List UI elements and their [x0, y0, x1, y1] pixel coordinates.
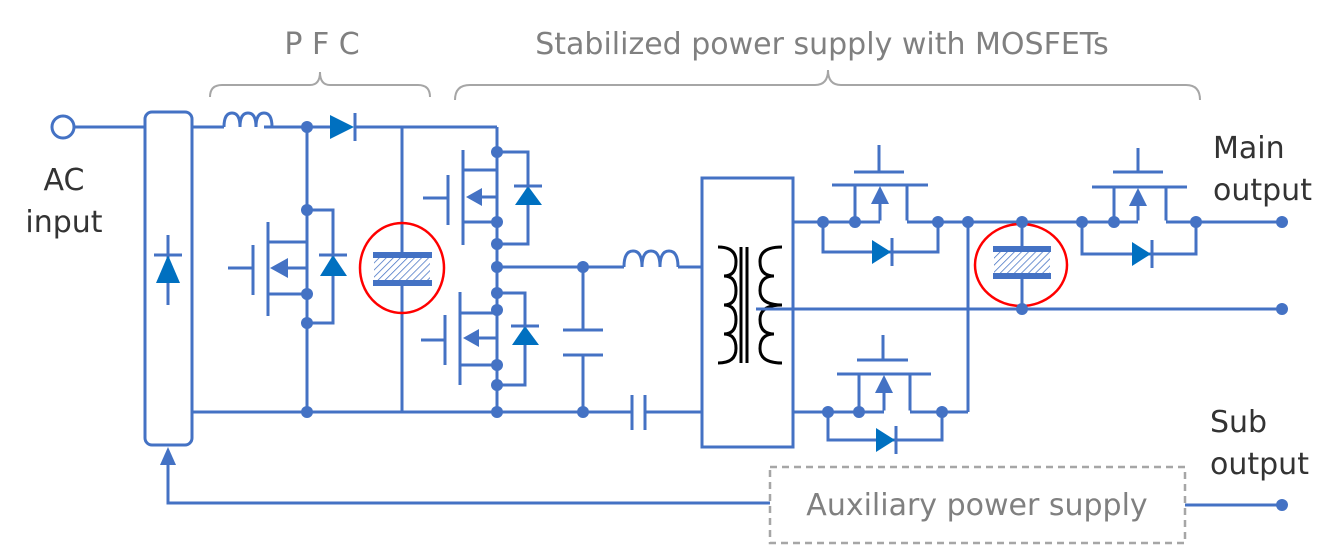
bulk-capacitor [358, 127, 446, 412]
output-switch-mosfet [1080, 148, 1198, 268]
half-bridge-low-mosfet [421, 291, 539, 387]
output-capacitor [973, 222, 1069, 309]
transformer [700, 176, 795, 449]
main-output-label-2: output [1213, 173, 1312, 208]
pfc-mosfet [228, 127, 347, 412]
pfc-label: P F C [284, 27, 359, 62]
pfc-bracket [209, 71, 431, 98]
pfc-top-rail [192, 111, 497, 141]
rectifier-block [143, 110, 194, 447]
ac-input-terminal [50, 114, 76, 140]
main-output-label-1: Main [1213, 131, 1285, 166]
sub-output-label-2: output [1210, 447, 1309, 482]
stabilized-bracket [454, 69, 1201, 101]
sync-rect-mosfet-bottom [793, 222, 970, 454]
pfc-diode-icon [330, 115, 354, 139]
sub-output-label-1: Sub [1210, 405, 1267, 440]
ac-input-label-2: input [25, 205, 102, 240]
resonant-inductor [622, 249, 680, 268]
highlight-circle [358, 221, 446, 315]
pfc-inductor [222, 111, 274, 128]
bottom-rail [192, 395, 702, 430]
resonant-section [497, 249, 702, 412]
auxiliary-label: Auxiliary power supply [806, 488, 1147, 523]
rectifier-diode-icon [154, 235, 182, 305]
ac-input-label-1: AC [44, 163, 85, 198]
feedback-arrow-icon [160, 447, 176, 465]
auxiliary-power-supply-box [768, 465, 1187, 545]
pfc-body-diode-icon [320, 255, 347, 276]
feedback-wire [166, 462, 770, 505]
junction-dots [301, 121, 1288, 511]
stabilized-label: Stabilized power supply with MOSFETs [535, 27, 1109, 62]
